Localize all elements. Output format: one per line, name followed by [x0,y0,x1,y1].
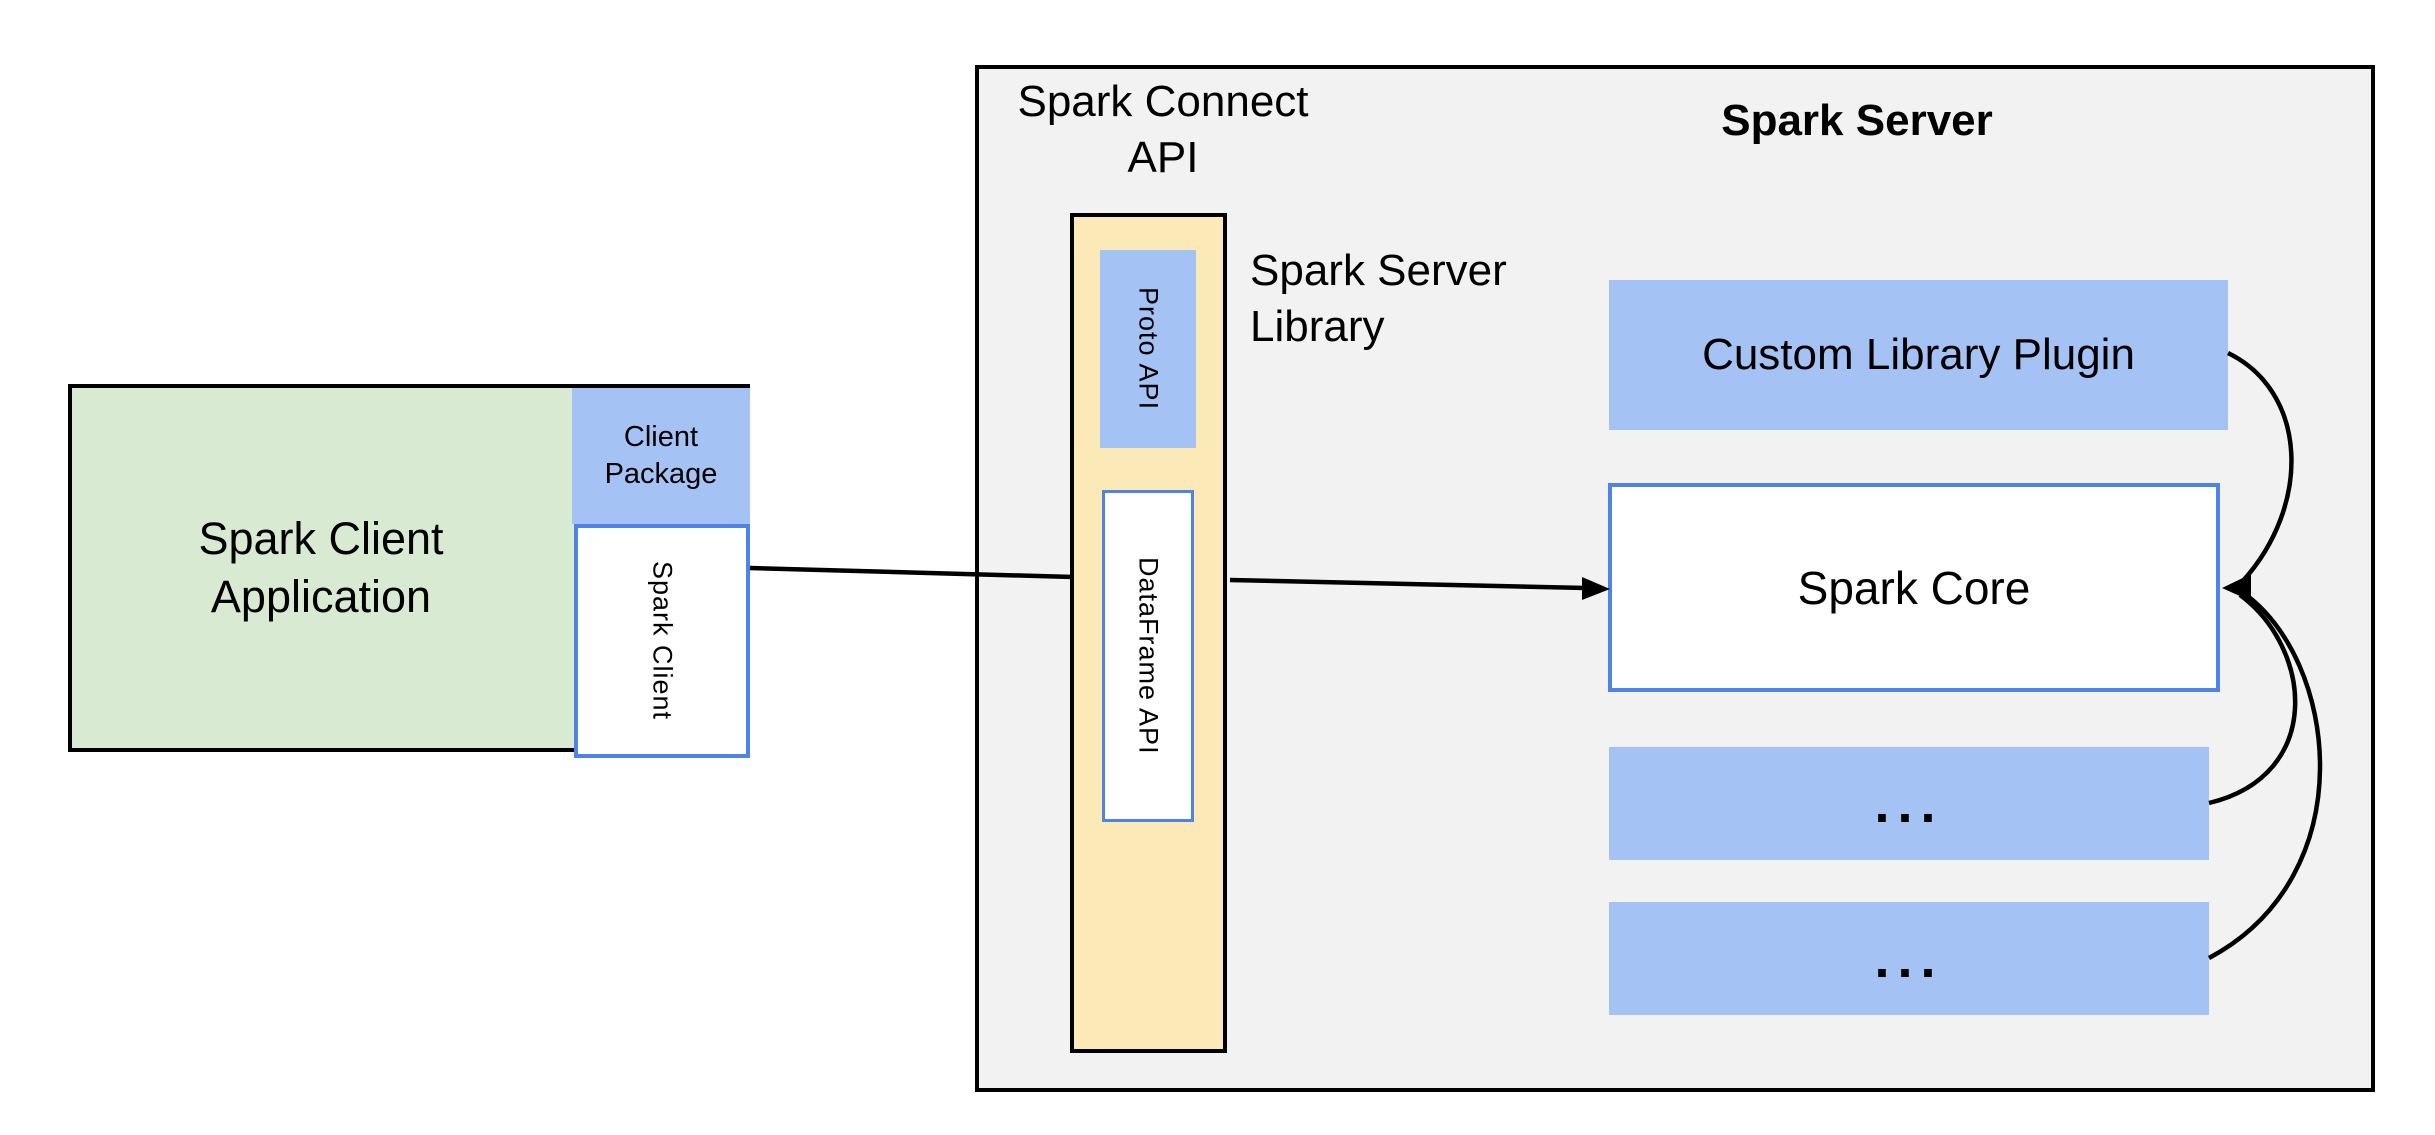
spark-client-box: Spark Client [574,524,750,758]
proto-api-label: Proto API [1133,287,1164,411]
spark-client-application-label: Spark Client Application [198,513,444,622]
spark-server-title: Spark Server [1721,96,1993,145]
proto-api-box: Proto API [1100,250,1196,448]
client-package-box: Client Package [572,388,750,524]
plugin-slot-2-box: ... [1609,902,2209,1015]
dataframe-api-label: DataFrame API [1133,557,1164,755]
spark-server-library-label: Spark Server Library [1250,246,1507,351]
custom-library-plugin-box: Custom Library Plugin [1609,280,2228,430]
spark-core-box: Spark Core [1608,483,2220,692]
spark-connect-api-label: Spark Connect API [1017,77,1309,182]
dataframe-api-box: DataFrame API [1102,490,1194,822]
spark-client-label: Spark Client [647,561,678,721]
plugin-slot-1-box: ... [1609,747,2209,860]
